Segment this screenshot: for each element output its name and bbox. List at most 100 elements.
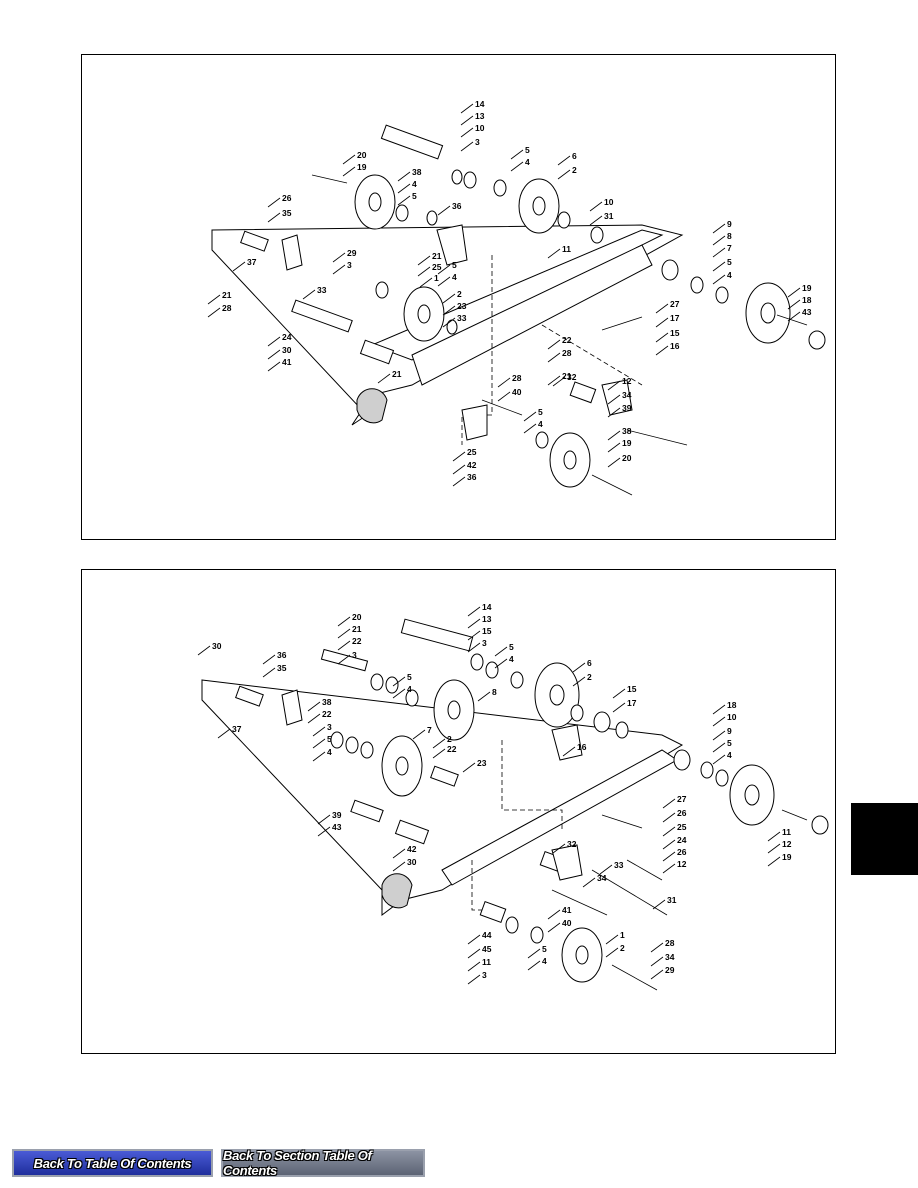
leader-line xyxy=(589,201,603,212)
back-to-toc-button[interactable]: Back To Table Of Contents xyxy=(12,1149,213,1177)
leader-line xyxy=(442,317,456,328)
leader-line xyxy=(412,729,426,740)
callout-4: 4 xyxy=(327,747,332,757)
callout-25: 25 xyxy=(677,822,687,832)
leader-line xyxy=(392,676,406,687)
callout-14: 14 xyxy=(475,99,485,109)
leader-line xyxy=(460,127,474,138)
callout-22: 22 xyxy=(562,335,572,345)
callout-36: 36 xyxy=(467,472,477,482)
axle-shaft xyxy=(320,618,474,672)
callout-3: 3 xyxy=(482,970,487,980)
callout-38: 38 xyxy=(322,697,332,707)
callout-33: 33 xyxy=(457,313,467,323)
leader-line xyxy=(317,814,331,825)
callout-11: 11 xyxy=(482,957,491,967)
leader-line xyxy=(467,630,481,641)
leader-line xyxy=(572,662,586,673)
leader-line xyxy=(437,205,451,216)
callout-22: 22 xyxy=(447,744,457,754)
callout-26: 26 xyxy=(677,847,687,857)
callout-31: 31 xyxy=(667,895,677,905)
leader-line xyxy=(655,345,669,356)
leader-line xyxy=(317,826,331,837)
callout-3: 3 xyxy=(482,638,487,648)
callout-37: 37 xyxy=(247,257,257,267)
callout-15: 15 xyxy=(627,684,637,694)
callout-21: 21 xyxy=(352,624,362,634)
callout-4: 4 xyxy=(452,272,457,282)
leader-line xyxy=(612,702,626,713)
leader-line xyxy=(650,969,664,980)
callout-4: 4 xyxy=(727,750,732,760)
callout-30: 30 xyxy=(212,641,222,651)
callout-39: 39 xyxy=(332,810,342,820)
callout-4: 4 xyxy=(538,419,543,429)
leader-line xyxy=(557,169,571,180)
callout-10: 10 xyxy=(475,123,485,133)
idler-wheels xyxy=(354,174,791,488)
callout-17: 17 xyxy=(670,313,680,323)
callout-33: 33 xyxy=(317,285,327,295)
leader-line xyxy=(650,942,664,953)
callout-15: 15 xyxy=(670,328,680,338)
leader-line xyxy=(767,856,781,867)
leader-line xyxy=(662,863,676,874)
leader-line xyxy=(547,248,561,259)
leader-line xyxy=(712,223,726,234)
leader-line xyxy=(547,339,561,350)
callout-29: 29 xyxy=(665,965,675,975)
callout-21: 21 xyxy=(222,290,232,300)
leader-line xyxy=(262,667,276,678)
leader-line xyxy=(397,171,411,182)
callout-22: 22 xyxy=(352,636,362,646)
leader-line xyxy=(392,848,406,859)
leader-line xyxy=(442,305,456,316)
callout-12: 12 xyxy=(677,859,687,869)
leader-line xyxy=(562,746,576,757)
leader-line xyxy=(589,215,603,226)
idler-wheels xyxy=(381,662,775,983)
callout-38: 38 xyxy=(412,167,422,177)
callout-34: 34 xyxy=(597,873,607,883)
callout-43: 43 xyxy=(802,307,812,317)
callout-5: 5 xyxy=(727,257,732,267)
leader-line xyxy=(712,704,726,715)
callout-5: 5 xyxy=(525,145,530,155)
leader-line xyxy=(607,442,621,453)
leader-line xyxy=(462,762,476,773)
callout-4: 4 xyxy=(407,684,412,694)
leader-line xyxy=(552,843,566,854)
callout-23: 23 xyxy=(457,301,467,311)
back-to-section-toc-button[interactable]: Back To Section Table Of Contents xyxy=(221,1148,425,1178)
leader-line xyxy=(197,645,211,656)
leader-line xyxy=(712,730,726,741)
leader-line xyxy=(332,252,346,263)
callout-40: 40 xyxy=(562,918,572,928)
callout-16: 16 xyxy=(577,742,587,752)
leader-line xyxy=(547,375,561,386)
leader-line xyxy=(342,154,356,165)
callout-7: 7 xyxy=(427,725,432,735)
leader-line xyxy=(397,183,411,194)
callout-19: 19 xyxy=(782,852,792,862)
callout-8: 8 xyxy=(492,687,497,697)
leader-line xyxy=(605,934,619,945)
callout-43: 43 xyxy=(332,822,342,832)
leader-line xyxy=(712,247,726,258)
callout-33: 33 xyxy=(614,860,624,870)
callout-27: 27 xyxy=(670,299,680,309)
leader-line xyxy=(662,851,676,862)
callout-25: 25 xyxy=(432,262,442,272)
brackets xyxy=(281,689,583,881)
leader-line xyxy=(460,115,474,126)
callout-18: 18 xyxy=(727,700,737,710)
callout-6: 6 xyxy=(572,151,577,161)
leader-line xyxy=(452,476,466,487)
callout-42: 42 xyxy=(467,460,477,470)
callout-22: 22 xyxy=(322,709,332,719)
callout-8: 8 xyxy=(727,231,732,241)
callout-38: 38 xyxy=(622,426,632,436)
